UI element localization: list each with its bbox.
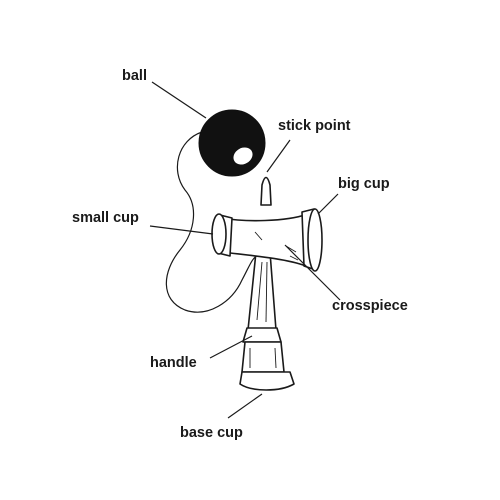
big-cup-leader (317, 193, 339, 215)
base-cup-leader (227, 393, 263, 419)
stick-point-part (260, 176, 272, 206)
handle-label: handle (150, 355, 197, 371)
ball-part (198, 109, 266, 177)
big-cup-label: big cup (338, 176, 390, 192)
crosspiece-leader (284, 244, 341, 301)
ball-label: ball (122, 68, 147, 84)
handle-leader (209, 335, 253, 359)
ball-leader (151, 81, 207, 119)
base-cup-label: base cup (180, 425, 243, 441)
crosspiece-label: crosspiece (332, 298, 408, 314)
small-cup-leader (149, 225, 214, 235)
small-cup-label: small cup (72, 210, 139, 226)
stick-point-label: stick point (278, 118, 351, 134)
stick-point-leader (266, 139, 291, 173)
kendama-string (165, 131, 259, 313)
big-cup-part (301, 208, 323, 272)
base-cup-part (239, 327, 295, 391)
small-cup-part (211, 213, 233, 257)
ball-hole (233, 147, 253, 165)
